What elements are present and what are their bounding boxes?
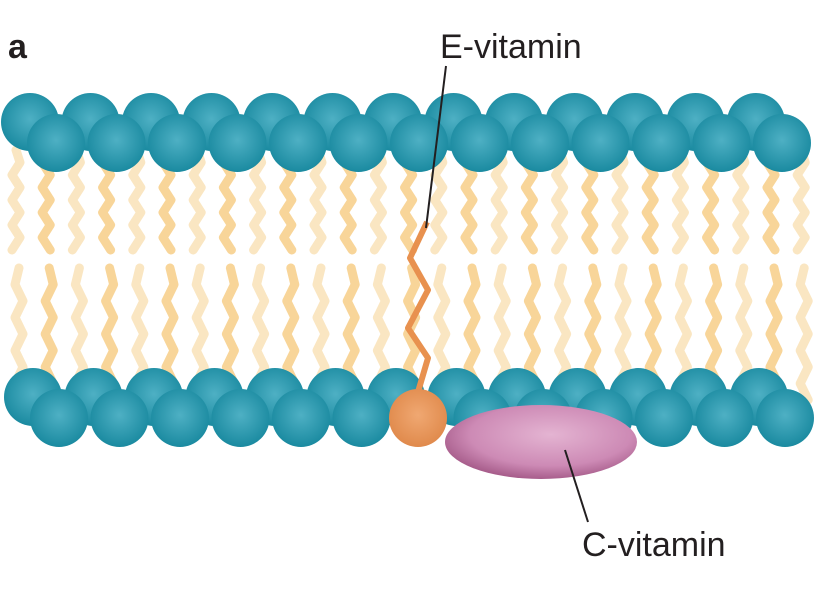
phospholipid-head [151,389,209,447]
lipid-tail [732,145,750,255]
phospholipid-head [753,114,811,172]
phospholipid-head [211,389,270,447]
e-vitamin-head [389,389,447,447]
lipid-tail [430,145,448,255]
phospholipid-head [87,114,146,172]
lipid-tail [249,145,267,255]
c-vitamin-leader-line [564,449,589,523]
panel-label: a [8,28,27,66]
lipid-tail [795,263,813,405]
phospholipid-head [148,114,206,172]
phospholipid-head [692,114,751,172]
lipid-tail [309,145,327,255]
phospholipid-head [632,114,690,172]
lipid-tail [611,145,629,255]
lipid-tail [551,145,569,255]
phospholipid-head [27,114,85,172]
e-vitamin-chain [405,220,431,393]
lipid-tail [188,145,206,255]
phospholipid-head [571,114,630,172]
phospholipid-head [511,114,569,172]
e-vitamin-leader-line [425,65,447,229]
lipid-tail [369,145,387,255]
phospholipid-head [635,389,693,447]
phospholipid-head [329,114,388,172]
phospholipid-head [269,114,327,172]
phospholipid-head [756,389,814,447]
phospholipid-head [332,389,391,447]
c-vitamin-molecule [445,405,637,479]
phospholipid-head [450,114,509,172]
lipid-tail [490,145,508,255]
lipid-tails [7,145,813,405]
phospholipid-head [390,114,448,172]
e-vitamin-label: E-vitamin [440,28,582,66]
phospholipid-head [695,389,754,447]
lipid-tail [792,145,810,255]
lipid-tail [7,145,25,255]
phospholipid-head [208,114,267,172]
lipid-tail [67,145,85,255]
c-vitamin-label: C-vitamin [582,526,726,564]
lipid-tail [128,145,146,255]
phospholipid-head [30,389,88,447]
phospholipid-head [272,389,330,447]
top-front-heads [27,114,811,172]
lipid-tail [671,145,689,255]
phospholipid-head [90,389,149,447]
